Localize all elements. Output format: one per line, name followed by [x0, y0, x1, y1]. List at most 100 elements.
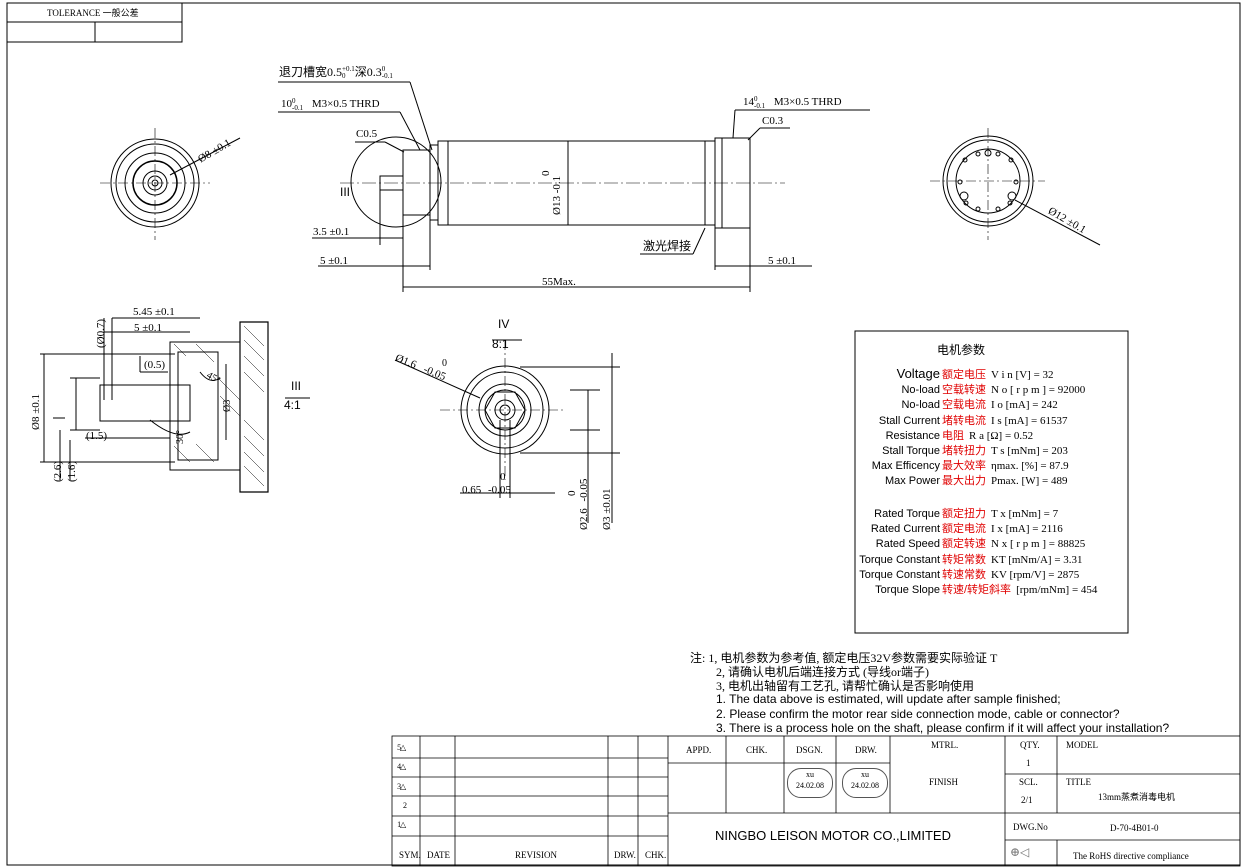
dim-05: (0.5): [144, 359, 166, 371]
param-value: R a [Ω] = 0.52: [969, 429, 1034, 442]
stamp1-date: 24.02.08: [796, 781, 824, 790]
note-cn-1: 注: 1, 电机参数为参考值, 额定电压32V参数需要实际验证 T: [690, 651, 998, 665]
qty-label: QTY.: [1020, 740, 1040, 750]
note-cn-3: 3, 电机出轴留有工艺孔, 请帮忙确认是否影响使用: [716, 679, 975, 693]
param-en-label: Rated Speed: [875, 538, 940, 551]
note-en-2: 2. Please confirm the motor rear side co…: [716, 707, 1120, 721]
groove-depth-sub: -0.1: [381, 72, 393, 80]
param-cn-label: 空载转速: [942, 384, 986, 397]
param-cn-label: 最大出力: [942, 475, 986, 488]
param-value: KV [rpm/V] = 2875: [991, 568, 1080, 581]
param-en-label: Rated Current: [870, 523, 940, 536]
dim-total: 55Max.: [542, 276, 576, 288]
param-cn-label: 额定电压: [942, 369, 986, 381]
param-value: I o [mA] = 242: [991, 399, 1058, 412]
detail-iii-title: III: [291, 379, 302, 393]
col-sym: SYM.: [399, 850, 421, 860]
dwg-number: D-70-4B01-0: [1110, 823, 1159, 833]
left-end-view: [100, 128, 241, 240]
param-cn-label: 额定转速: [942, 538, 986, 551]
company-name: NINGBO LEISON MOTOR CO.,LIMITED: [715, 828, 951, 843]
rev-sym-5-num: 5: [397, 743, 402, 752]
scl-value: 2/1: [1021, 795, 1033, 805]
col-drw: DRW.: [614, 850, 636, 860]
dia-26-tol-low: -0.05: [578, 478, 590, 502]
dim-16: (1.6): [66, 460, 78, 482]
mtrl-label: MTRL.: [931, 740, 959, 750]
dim-15: (1.5): [86, 430, 108, 442]
note-cn-2: 2, 请确认电机后端连接方式 (导线or端子): [716, 665, 929, 679]
param-en-label: No-load: [901, 399, 940, 412]
param-value: ηmax. [%] = 87.9: [991, 460, 1069, 473]
detail-iv-scale: 8:1: [492, 337, 509, 351]
drw-label: DRW.: [855, 745, 877, 755]
param-value: N o [ r p m ] = 92000: [991, 384, 1086, 397]
right-end-view: [930, 128, 1101, 246]
param-en-label: No-load: [901, 384, 940, 397]
rohs-note: The RoHS directive compliance: [1073, 851, 1189, 861]
chamfer-right: C0.3: [762, 115, 784, 127]
param-cn-label: 转速/转矩斜率: [942, 584, 1012, 596]
title-label: TITLE: [1066, 777, 1091, 787]
param-en-label: Resistance: [885, 429, 940, 442]
dwg-label: DWG.No: [1013, 822, 1048, 832]
dim-26: (2.6): [52, 460, 64, 482]
main-side-view: [278, 81, 870, 292]
left-thread-len-sub: -0.1: [292, 104, 304, 112]
angle-30: 30°: [175, 430, 186, 444]
stamp2-date: 24.02.08: [851, 781, 879, 790]
dsgn-stamp: xu 24.02.08: [787, 768, 833, 798]
groove-note-text: 退刀槽宽0.5: [279, 65, 343, 79]
col-chk: CHK.: [645, 850, 667, 860]
param-cn-label: 空载电流: [942, 399, 986, 412]
rev-sym-5: △5: [397, 743, 407, 752]
param-value: T s [mNm] = 203: [991, 445, 1068, 457]
right-thread-len: 14: [743, 96, 754, 108]
model-label: MODEL: [1066, 740, 1098, 750]
param-value: Pmax. [W] = 489: [991, 475, 1068, 488]
dim-065-tol-low: -0.05: [488, 484, 511, 496]
right-thread-len-sup: 0: [754, 95, 758, 103]
param-value: V i n [V] = 32: [991, 369, 1054, 381]
dia-body-label: Ø13 -0.1: [551, 176, 563, 215]
rev-sym-3: △3: [397, 782, 407, 791]
param-value: KT [mNm/A] = 3.31: [991, 553, 1083, 566]
groove-depth-sup: 0: [381, 65, 386, 73]
params-title: 电机参数: [937, 343, 986, 357]
stamp1-name: xu: [806, 770, 814, 779]
dia-26: Ø2.6: [578, 508, 590, 530]
dim-8: Ø8 ±0.1: [30, 394, 42, 430]
dsgn-label: DSGN.: [796, 745, 823, 755]
param-cn-label: 最大效率: [942, 460, 986, 473]
dim-right: 5 ±0.1: [768, 255, 797, 267]
tolerance-label: TOLERANCE 一般公差: [47, 8, 139, 18]
dim-065: 0.65: [462, 484, 482, 496]
dia-body: Ø13: [551, 196, 563, 215]
chamfer-left: C0.5: [356, 128, 378, 140]
params-box: [854, 330, 1129, 634]
section-mark-iii: III: [340, 185, 351, 199]
rev-sym-1-num: 1: [397, 820, 402, 829]
drw-stamp: xu 24.02.08: [842, 768, 888, 798]
rev-sym-2: 2: [403, 801, 407, 810]
param-value: N x [ r p m ] = 88825: [991, 538, 1086, 551]
param-value: I s [mA] = 61537: [991, 414, 1068, 427]
col-date: DATE: [427, 850, 450, 860]
scl-label: SCL.: [1019, 777, 1038, 787]
param-en-label: Torque Constant: [859, 553, 940, 566]
param-cn-label: 堵转扭力: [942, 445, 986, 457]
param-en-label: Stall Current: [878, 414, 940, 427]
right-thread-spec: M3×0.5 THRD: [773, 96, 842, 108]
param-en-label: Max Efficency: [871, 460, 940, 473]
